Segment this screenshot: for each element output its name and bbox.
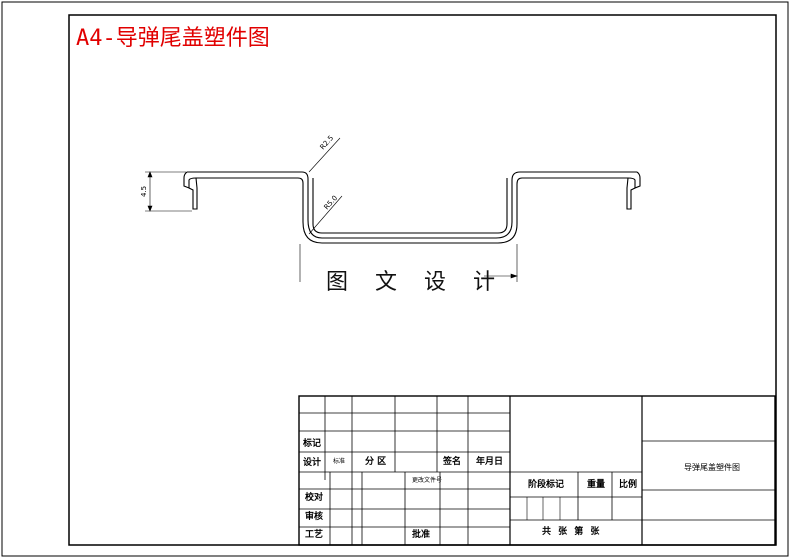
title-block bbox=[298, 395, 776, 546]
tb-standard-label: 标准 bbox=[333, 458, 346, 465]
tb-drawing-name: 导弹尾盖塑件图 bbox=[684, 463, 740, 472]
tb-scale-label: 比例 bbox=[619, 480, 638, 490]
tb-weight-label: 重量 bbox=[587, 480, 606, 490]
tb-sheets-label: 共 张 第 张 bbox=[542, 527, 602, 537]
height-dimension bbox=[145, 171, 192, 212]
watermark-caption: 图 文 设 计 bbox=[326, 270, 505, 295]
tb-approve-label: 批准 bbox=[412, 530, 431, 540]
part-profile bbox=[183, 171, 641, 244]
tb-sign-label: 签名 bbox=[443, 457, 462, 467]
height-dimension-text: 4.5 bbox=[140, 186, 148, 197]
tb-review-label: 审核 bbox=[305, 512, 324, 522]
tb-design-label: 设计 bbox=[303, 458, 322, 468]
tb-stage-mark-label: 阶段标记 bbox=[528, 480, 565, 490]
width-dimension bbox=[299, 244, 518, 282]
tb-check-label: 校对 bbox=[305, 493, 324, 503]
tb-mark-label: 标记 bbox=[303, 439, 322, 449]
tb-date-label: 年月日 bbox=[476, 457, 504, 467]
drawing-title: A4-导弹尾盖塑件图 bbox=[76, 26, 270, 51]
tb-process-label: 工艺 bbox=[305, 530, 324, 540]
radius-leaders bbox=[308, 137, 343, 235]
radius-outer-text: R2.5 bbox=[319, 134, 336, 151]
tb-update-doc-label: 更改文件号 bbox=[412, 477, 443, 484]
tb-zone-label: 分 区 bbox=[365, 457, 387, 467]
